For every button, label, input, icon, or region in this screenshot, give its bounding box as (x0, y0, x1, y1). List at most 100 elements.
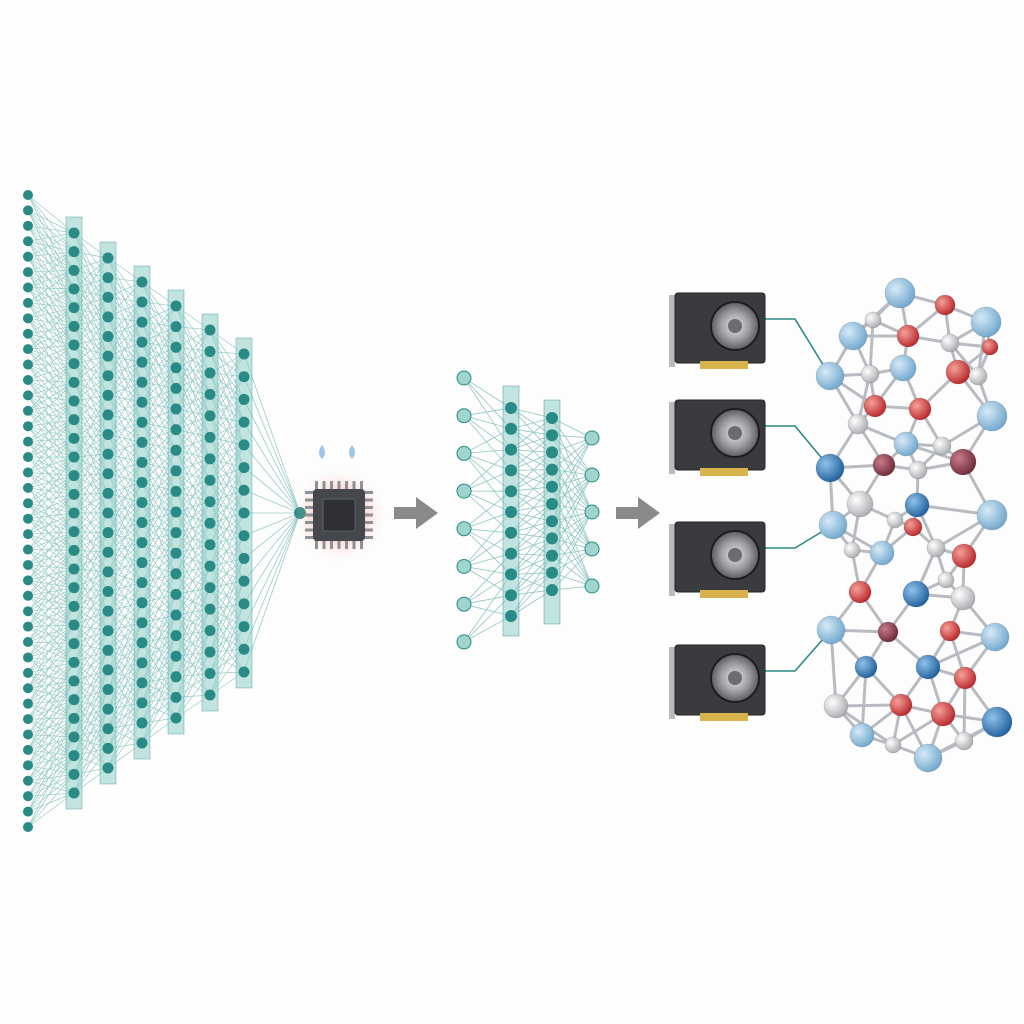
atom (889, 693, 913, 717)
neuron (23, 205, 33, 216)
connection (243, 512, 301, 627)
neuron (456, 596, 472, 612)
neuron (23, 267, 33, 278)
neuron (170, 712, 182, 724)
neuron (23, 436, 33, 447)
chip-pin (345, 481, 348, 490)
neuron (68, 320, 80, 332)
neuron (238, 621, 250, 633)
neuron (68, 563, 80, 575)
small-neural-network-icon (456, 370, 600, 650)
neuron (136, 517, 148, 529)
neuron (170, 485, 182, 497)
neuron (23, 313, 33, 324)
neuron (505, 506, 517, 518)
neuron (102, 742, 114, 754)
neuron (170, 527, 182, 539)
neuron (23, 637, 33, 648)
connection (243, 512, 301, 582)
chip-pin (345, 540, 348, 549)
gpu-pcie-contacts (700, 713, 748, 721)
neuron (68, 358, 80, 370)
chip-pin (305, 506, 314, 509)
connection (243, 376, 301, 514)
atom (934, 294, 956, 316)
neuron (23, 482, 33, 493)
neuron (68, 712, 80, 724)
neuron (505, 589, 517, 602)
gpu-card-icon (669, 399, 766, 476)
atom (818, 510, 848, 540)
chip-pin (364, 536, 373, 539)
atom (937, 571, 955, 589)
neuron (204, 517, 216, 529)
chip-pin (305, 521, 314, 524)
neuron (68, 246, 80, 258)
neuron (136, 456, 148, 468)
neuron (136, 276, 148, 288)
neuron (23, 282, 33, 293)
neuron (136, 737, 148, 749)
chip-pin (330, 481, 333, 490)
neuron (102, 291, 114, 303)
neuron (68, 376, 80, 388)
gpu-fan-hub (728, 426, 742, 440)
chip-pin (305, 513, 314, 517)
neuron (102, 429, 114, 441)
connection (243, 421, 301, 514)
neuron (23, 190, 33, 200)
neuron (23, 405, 33, 416)
network-neurons (456, 370, 600, 650)
atom (854, 655, 878, 679)
neuron (102, 546, 114, 558)
gpu-bracket (669, 402, 675, 474)
atom (864, 311, 882, 329)
neuron (23, 390, 33, 401)
chip-pin (337, 540, 341, 549)
neuron (68, 526, 80, 538)
connection (243, 512, 301, 559)
atom (847, 413, 869, 435)
gpu-bracket (669, 647, 675, 719)
chip-pins (305, 481, 373, 549)
neuron (23, 698, 33, 709)
atom (953, 666, 977, 690)
neuron (204, 410, 216, 422)
neuron (102, 762, 114, 774)
neuron (68, 264, 80, 276)
neuron (23, 559, 33, 570)
neuron (136, 637, 148, 649)
neuron (204, 496, 216, 508)
sweat-drop-icon (349, 445, 355, 459)
neuron (102, 389, 114, 401)
neuron (505, 610, 517, 622)
neuron (23, 544, 33, 555)
gpu-card-icon (669, 644, 766, 721)
neuron (505, 402, 517, 414)
neuron (23, 714, 33, 725)
neuron (170, 300, 182, 312)
neuron (23, 236, 33, 247)
neuron (204, 668, 216, 680)
atom (860, 364, 880, 384)
neuron (238, 416, 250, 428)
gpu-card-icon (669, 292, 766, 369)
neuron (68, 544, 80, 556)
neuron (23, 529, 33, 540)
atom (968, 366, 988, 386)
neuron (170, 341, 182, 353)
connection (243, 512, 301, 650)
neuron (584, 430, 600, 446)
atom (872, 453, 896, 477)
atom (843, 541, 861, 559)
gpu-cluster (669, 292, 766, 721)
neuron (505, 464, 517, 477)
neuron (23, 359, 33, 370)
neuron (102, 409, 114, 421)
chip-pin (364, 513, 373, 517)
neuron (204, 367, 216, 379)
neuron (238, 371, 250, 383)
gpu-card-icon (669, 521, 766, 598)
gpu-link (765, 425, 831, 469)
neuron (546, 463, 558, 476)
